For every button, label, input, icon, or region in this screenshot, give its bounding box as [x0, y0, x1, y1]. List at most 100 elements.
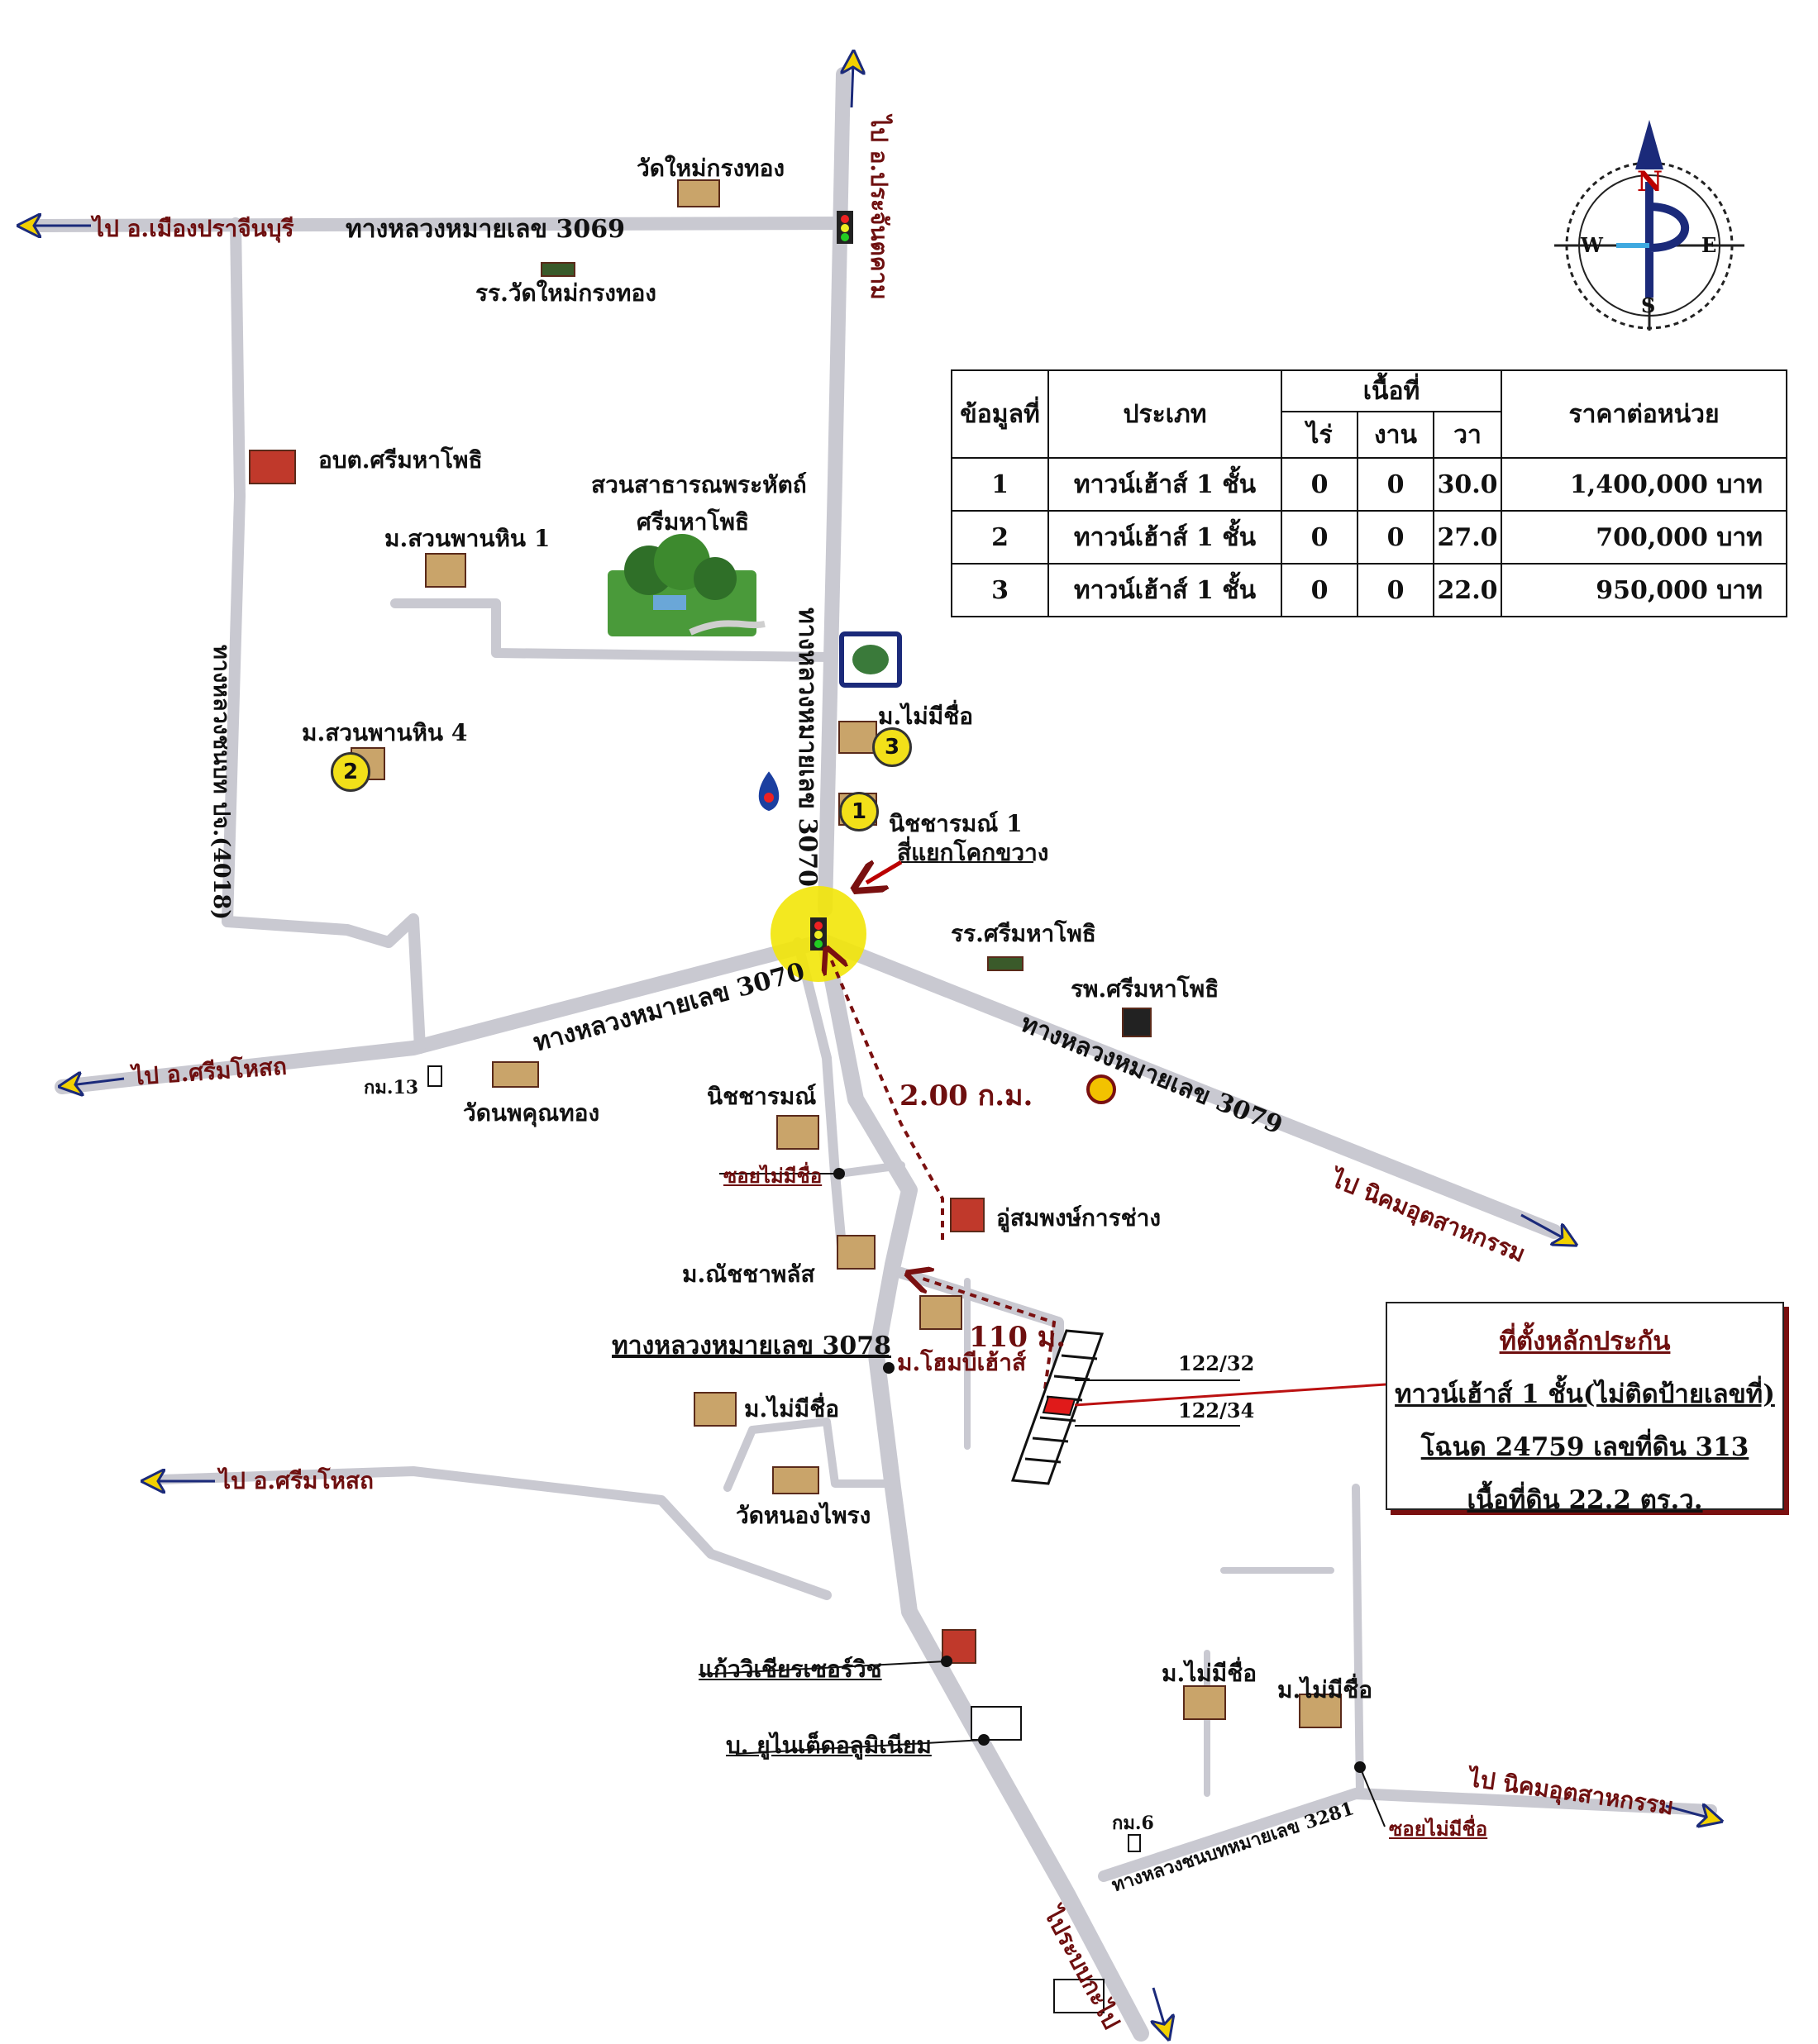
- marker-1: 1: [839, 792, 879, 831]
- table-row: 1 ทาวน์เฮ้าส์ 1 ชั้น 0 0 30.0 1,400,000 …: [951, 457, 1787, 512]
- label-obt: อบต.ศรีมหาโพธิ: [318, 446, 483, 474]
- collateral-plot: [1042, 1395, 1076, 1417]
- cell-no: 1: [951, 457, 1049, 512]
- label-park-1: สวนสาธารณพระหัตถ์: [591, 471, 807, 498]
- cell-ngan: 0: [1357, 510, 1434, 565]
- road-suan-phan: [390, 598, 836, 662]
- cell-price: 1,400,000 บาท: [1501, 457, 1787, 512]
- label-united-aluminium: บ. ยูไนเต็ดอลูมิเนียม: [726, 1732, 932, 1759]
- obt-icon: [249, 450, 296, 484]
- garage-icon: [950, 1198, 985, 1232]
- label-home-b-house: ม.โฮมบีเฮ้าส์: [897, 1349, 1027, 1376]
- cell-price: 700,000 บาท: [1501, 510, 1787, 565]
- village-icon-1: [425, 553, 466, 588]
- label-nitcharom: นิชชารมณ์: [707, 1083, 817, 1110]
- th-rai: ไร่: [1281, 411, 1358, 459]
- cell-rai: 0: [1281, 510, 1358, 565]
- road-rural-4018: [222, 217, 426, 1054]
- compass-s: S: [1641, 293, 1656, 317]
- arrow-north-3070: [852, 62, 853, 108]
- cell-rai: 0: [1281, 563, 1358, 617]
- cell-price: 950,000 บาท: [1501, 563, 1787, 617]
- plot-label-b: 122/34: [1178, 1398, 1255, 1422]
- label-rural-4018: ทางหลวงชนบท ปจ.(4018): [208, 645, 234, 921]
- distance-short: 110 ม.: [969, 1321, 1066, 1354]
- cell-no: 3: [951, 563, 1049, 617]
- distance-main: 2.00 ก.ม.: [899, 1079, 1033, 1113]
- marker-3: 3: [872, 727, 912, 767]
- th-price: ราคาต่อหน่วย: [1501, 369, 1787, 459]
- label-garage: อู่สมพงษ์การช่าง: [996, 1204, 1162, 1232]
- label-no-name-1: ม.ไม่มีชื่อ: [878, 703, 974, 730]
- factory-icon: [971, 1706, 1022, 1741]
- label-wat-phakhun-thong: วัดนพคุณทอง: [463, 1099, 600, 1127]
- road-soi1: [835, 1161, 905, 1178]
- plot-label-a: 122/32: [1178, 1351, 1255, 1375]
- collateral-info-box: ที่ตั้งหลักประกัน ทาวน์เฮ้าส์ 1 ชั้น(ไม่…: [1386, 1302, 1784, 1515]
- village-icon-natcha: [837, 1235, 876, 1270]
- label-hw3069: ทางหลวงหมายเลข 3069: [346, 215, 625, 244]
- th-wa: วา: [1433, 411, 1502, 459]
- marker-2: 2: [331, 752, 370, 792]
- label-to-mueang-prachinburi: ไป อ.เมืองปราจีนบุรี: [93, 215, 294, 242]
- label-to-si-mahosot-lower: ไป อ.ศรีมโหสถ: [219, 1467, 374, 1494]
- school-icon-1: [541, 262, 575, 277]
- road-south-branch: [793, 937, 848, 1270]
- temple-icon-2: [492, 1061, 539, 1088]
- road-3069: [26, 217, 850, 232]
- collateral-line-3: เนื้อที่ดิน 22.2 ตร.ว.: [1467, 1485, 1703, 1515]
- km13-marker: [427, 1065, 442, 1087]
- label-wat-mai-krungthong: วัดใหม่กรงทอง: [637, 155, 785, 182]
- route-2km: [831, 959, 944, 1240]
- label-intersection: สี่แยกโคกขวาง: [897, 839, 1049, 866]
- village-icon-nitcharom: [776, 1115, 819, 1150]
- th-ngan: งาน: [1357, 411, 1434, 459]
- cell-wa: 22.0: [1433, 563, 1502, 617]
- gas-station-icon: [758, 771, 780, 812]
- label-nitcharom-1: นิชชารมณ์ 1: [889, 810, 1023, 837]
- collateral-pointer: [1074, 1383, 1386, 1407]
- collateral-line-1: ทาวน์เฮ้าส์ 1 ชั้น(ไม่ติดป้ายเลขที่): [1395, 1379, 1775, 1409]
- village-icon-noname2: [694, 1392, 737, 1427]
- label-soi-no-name-2: ซอยไม่มีชื่อ: [1389, 1817, 1488, 1841]
- poi-icon: [1086, 1074, 1116, 1104]
- th-info-no: ข้อมูลที่: [951, 369, 1049, 459]
- collateral-title: ที่ตั้งหลักประกัน: [1499, 1327, 1671, 1356]
- arrow-east-3281: [1665, 1806, 1711, 1818]
- road-3079: [819, 935, 1562, 1239]
- village-icon-noname4: [1299, 1694, 1342, 1728]
- cell-type: ทาวน์เฮ้าส์ 1 ชั้น: [1047, 563, 1282, 617]
- factory-icon-2: [1053, 1979, 1105, 2013]
- label-km13: กม.13: [364, 1077, 419, 1098]
- cell-ngan: 0: [1357, 457, 1434, 512]
- label-hospital: รพ.ศรีมหาโพธิ: [1071, 975, 1219, 1003]
- road-east-soi: [1352, 1484, 1364, 1798]
- label-no-name-3: ม.ไม่มีชื่อ: [1162, 1660, 1257, 1687]
- label-natcha-phalas: ม.ณัชชาพลัส: [682, 1260, 815, 1288]
- compass-w: W: [1581, 233, 1603, 257]
- label-no-name-2: ม.ไม่มีชื่อ: [744, 1395, 840, 1422]
- compass-e: E: [1701, 233, 1717, 257]
- label-to-prachantakham: ไป อ.ประจันตคาม: [866, 116, 893, 300]
- km6-marker: [1128, 1834, 1141, 1852]
- label-suan-phan-hin-4: ม.สวนพานหิน 4: [302, 719, 468, 746]
- cell-ngan: 0: [1357, 563, 1434, 617]
- road-loop-lower: [723, 1417, 897, 1492]
- cell-rai: 0: [1281, 457, 1358, 512]
- th-area: เนื้อที่: [1281, 369, 1502, 412]
- cell-type: ทาวน์เฮ้าส์ 1 ชั้น: [1047, 510, 1282, 565]
- collateral-line-2: โฉนด 24759 เลขที่ดิน 313: [1420, 1432, 1749, 1462]
- label-park-2: ศรีมหาโพธิ: [637, 508, 750, 536]
- label-school-wat-mai: รร.วัดใหม่กรงทอง: [475, 279, 656, 307]
- th-type: ประเภท: [1047, 369, 1282, 459]
- label-school-si-maha-phot: รร.ศรีมหาโพธิ: [951, 920, 1096, 947]
- village-icon-homeb: [919, 1295, 962, 1330]
- arrow-west-3070: [70, 1079, 125, 1085]
- table-row: 2 ทาวน์เฮ้าส์ 1 ชั้น 0 0 27.0 700,000 บา…: [951, 510, 1787, 565]
- building-icons: [249, 179, 1342, 2013]
- cell-type: ทาวน์เฮ้าส์ 1 ชั้น: [1047, 457, 1282, 512]
- north-arrow: [1635, 120, 1663, 169]
- label-km6: กม.6: [1112, 1813, 1154, 1834]
- road-network: [26, 67, 1717, 2042]
